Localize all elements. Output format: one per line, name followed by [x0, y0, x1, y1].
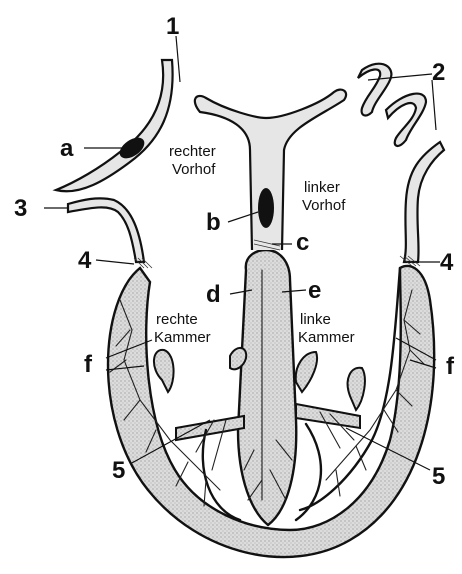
- superior-vena-cava: [56, 60, 173, 191]
- marker-4-right: 4: [440, 249, 454, 276]
- marker-e: e: [308, 277, 321, 304]
- marker-1: 1: [166, 13, 179, 40]
- left-atrium-wall: [404, 142, 444, 262]
- papillary-muscle-right-a: [296, 352, 317, 392]
- left-atrium-label-line2: Vorhof: [302, 197, 346, 214]
- papillary-muscle-left-a: [154, 350, 174, 392]
- papillary-muscle-right-b: [348, 368, 365, 410]
- marker-2: 2: [432, 59, 445, 86]
- right-ventricle-label-line2: Kammer: [154, 329, 211, 346]
- right-atrium-label-line1: rechter: [169, 143, 216, 160]
- trabecula-bottom-right: [296, 424, 321, 520]
- right-atrium-label-line2: Vorhof: [172, 161, 216, 178]
- marker-4-left: 4: [78, 247, 92, 274]
- marker-f-left: f: [84, 351, 93, 378]
- left-ventricle-label-line1: linke: [300, 311, 331, 328]
- left-atrium-label-line1: linker: [304, 179, 340, 196]
- left-ventricle-label-line2: Kammer: [298, 329, 355, 346]
- marker-5-left: 5: [112, 457, 125, 484]
- marker-d: d: [206, 281, 221, 308]
- pulmonary-vein-upper: [358, 64, 391, 116]
- pulmonary-vein-lower: [386, 94, 426, 146]
- marker-b: b: [206, 209, 221, 236]
- marker-a: a: [60, 135, 74, 162]
- av-node: [258, 188, 274, 228]
- marker-c: c: [296, 229, 309, 256]
- right-ventricle-label-line1: rechte: [156, 311, 198, 328]
- marker-3: 3: [14, 195, 27, 222]
- marker-f-right: f: [446, 353, 455, 380]
- marker-5-right: 5: [432, 463, 445, 490]
